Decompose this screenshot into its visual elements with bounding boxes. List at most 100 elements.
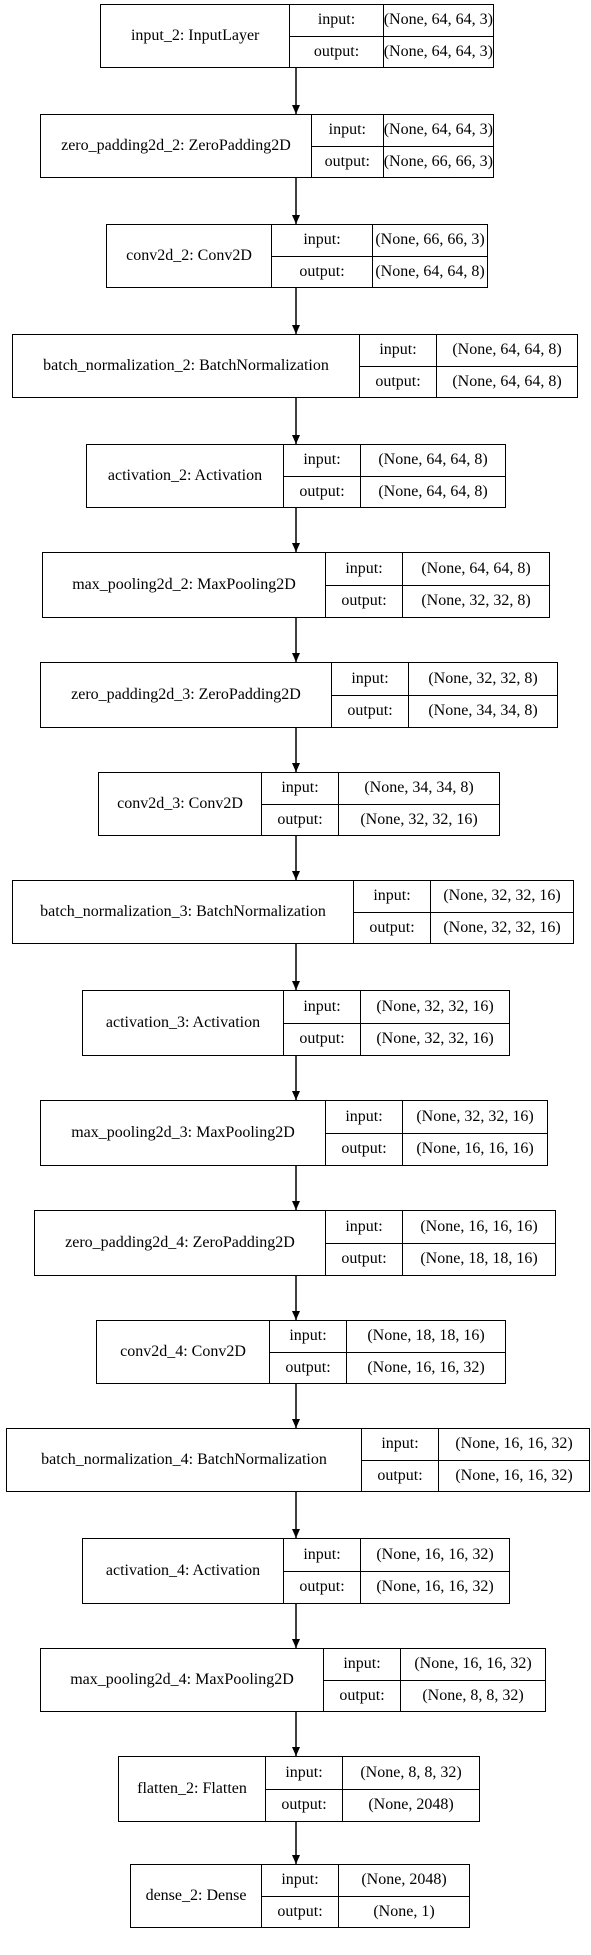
io-values: (None, 16, 16, 16)(None, 18, 18, 16): [403, 1211, 555, 1275]
layer-name: conv2d_3: Conv2D: [99, 773, 262, 835]
input-label: input:: [284, 445, 360, 477]
io-values: (None, 64, 64, 8) (None, 64, 64, 8): [361, 445, 505, 507]
input-label: input:: [326, 1101, 402, 1134]
input-shape: (None, 64, 64, 8): [437, 335, 577, 367]
io-labels: input: output:: [332, 663, 409, 727]
input-shape: (None, 16, 16, 32): [439, 1429, 589, 1461]
output-shape: (None, 16, 16, 32): [367, 1358, 485, 1376]
input-label: input:: [326, 553, 402, 586]
io-values: (None, 2048)(None, 1): [339, 1865, 469, 1927]
output-label: output:: [299, 482, 345, 500]
io-labels: input: output:: [284, 1539, 361, 1603]
output-label: output:: [299, 1578, 345, 1596]
output-shape: (None, 1): [373, 1902, 435, 1920]
output-label: output:: [285, 1358, 331, 1376]
input-label: input:: [266, 1757, 342, 1790]
layer-name: dense_2: Dense: [131, 1865, 262, 1927]
output-label: output:: [341, 1250, 387, 1268]
io-labels: input:output:: [362, 1429, 439, 1491]
io-values: (None, 18, 18, 16)(None, 16, 16, 32): [347, 1321, 505, 1383]
input-shape: (None, 16, 16, 32): [361, 1539, 509, 1572]
layer-name: conv2d_4: Conv2D: [97, 1321, 270, 1383]
layer-name: activation_2: Activation: [87, 445, 284, 507]
output-shape: (None, 64, 64, 8): [375, 262, 485, 280]
output-label: output:: [377, 1466, 423, 1484]
io-labels: input: output:: [354, 881, 431, 943]
io-values: (None, 16, 16, 32) (None, 16, 16, 32): [439, 1429, 589, 1491]
output-label: output:: [277, 810, 323, 828]
output-shape: (None, 16, 16, 32): [455, 1466, 573, 1484]
output-label: output:: [369, 918, 415, 936]
output-label: output:: [277, 1902, 323, 1920]
layer-name: input_2: InputLayer: [101, 5, 291, 67]
layer-node: batch_normalization_2: BatchNormalizatio…: [12, 334, 578, 398]
output-label: output:: [324, 152, 370, 170]
input-shape: (None, 16, 16, 32): [401, 1649, 545, 1681]
io-labels: input:output:: [262, 773, 339, 835]
input-shape: (None, 32, 32, 16): [403, 1101, 547, 1134]
input-label: input:: [326, 1211, 402, 1244]
layer-name: activation_4: Activation: [83, 1539, 284, 1603]
layer-name: batch_normalization_4: BatchNormalizatio…: [7, 1429, 362, 1491]
output-label: output:: [347, 702, 393, 720]
output-label: output:: [375, 372, 421, 390]
input-label: input:: [270, 1321, 346, 1353]
io-values: (None, 32, 32, 16)(None, 16, 16, 16): [403, 1101, 547, 1165]
layer-name: batch_normalization_3: BatchNormalizatio…: [13, 881, 354, 943]
layer-name: batch_normalization_2: BatchNormalizatio…: [13, 335, 360, 397]
input-label: input:: [272, 225, 372, 257]
io-labels: input:output:: [290, 5, 384, 67]
io-labels: input: output:: [360, 335, 437, 397]
input-shape: (None, 32, 32, 16): [431, 881, 573, 913]
output-shape: (None, 8, 8, 32): [422, 1686, 524, 1704]
output-shape: (None, 16, 16, 32): [376, 1578, 494, 1596]
output-shape: (None, 64, 64, 3): [383, 42, 493, 60]
io-values: (None, 16, 16, 32) (None, 8, 8, 32): [401, 1649, 545, 1711]
io-values: (None, 32, 32, 16)(None, 32, 32, 16): [361, 991, 509, 1055]
input-label: input:: [360, 335, 436, 367]
layer-name: max_pooling2d_3: MaxPooling2D: [41, 1101, 326, 1165]
input-label: input:: [354, 881, 430, 913]
io-labels: input:output:: [311, 115, 384, 177]
output-shape: (None, 64, 64, 8): [452, 372, 562, 390]
io-values: (None, 64, 64, 8)(None, 32, 32, 8): [403, 553, 549, 617]
io-labels: input: output:: [270, 1321, 347, 1383]
input-shape: (None, 32, 32, 8): [409, 663, 557, 696]
layer-node: batch_normalization_3: BatchNormalizatio…: [12, 880, 574, 944]
layer-name: zero_padding2d_2: ZeroPadding2D: [41, 115, 312, 177]
io-values: (None, 34, 34, 8)(None, 32, 32, 16): [339, 773, 499, 835]
input-shape: (None, 64, 64, 8): [361, 445, 505, 477]
output-shape: (None, 64, 64, 8): [378, 482, 488, 500]
output-label: output:: [341, 1140, 387, 1158]
io-labels: input: output:: [266, 1757, 343, 1821]
io-labels: input:output:: [326, 553, 403, 617]
io-values: (None, 8, 8, 32)(None, 2048): [343, 1757, 479, 1821]
io-labels: input: output:: [284, 445, 361, 507]
output-shape: (None, 32, 32, 8): [421, 592, 531, 610]
layer-name: zero_padding2d_4: ZeroPadding2D: [35, 1211, 326, 1275]
input-label: input:: [332, 663, 408, 696]
io-values: (None, 16, 16, 32) (None, 16, 16, 32): [361, 1539, 509, 1603]
io-labels: input: output:: [326, 1101, 403, 1165]
output-shape: (None, 18, 18, 16): [420, 1250, 538, 1268]
output-label: output:: [299, 1030, 345, 1048]
io-values: (None, 64, 64, 3)(None, 64, 64, 3): [383, 5, 493, 67]
output-label: output:: [281, 1796, 327, 1814]
output-shape: (None, 32, 32, 16): [360, 810, 478, 828]
input-label: input:: [284, 1539, 360, 1572]
io-values: (None, 66, 66, 3)(None, 64, 64, 8): [373, 225, 487, 287]
input-shape: (None, 8, 8, 32): [343, 1757, 479, 1790]
io-labels: input:output:: [284, 991, 361, 1055]
